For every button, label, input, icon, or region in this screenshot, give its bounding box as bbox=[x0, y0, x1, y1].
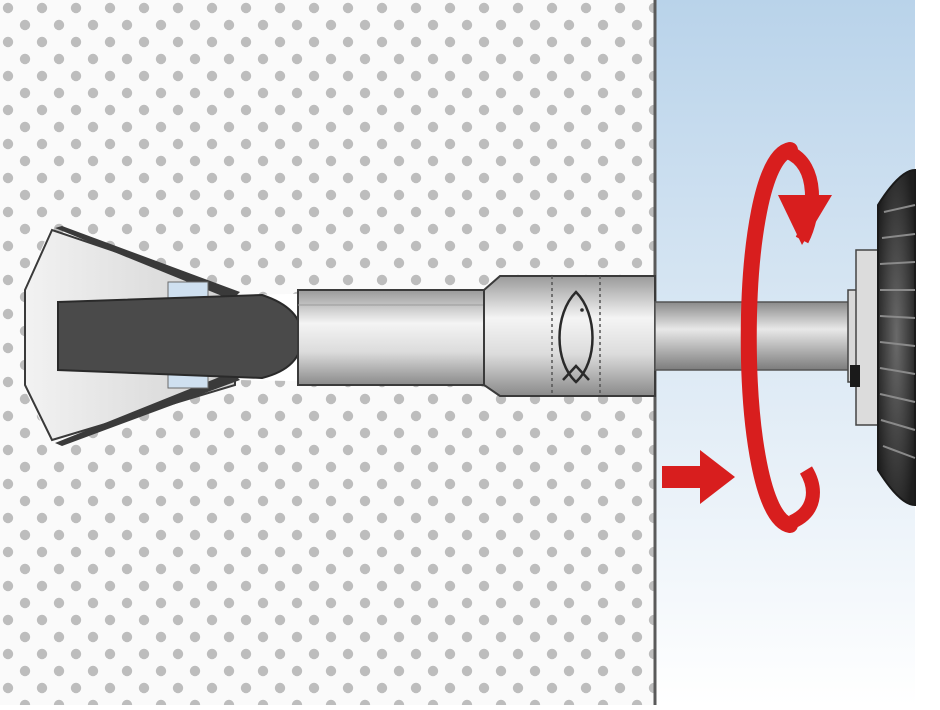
anchor-sleeve bbox=[297, 289, 485, 386]
setting-tool-head bbox=[483, 275, 656, 397]
push-arrow-icon bbox=[662, 450, 735, 504]
fish-logo-icon bbox=[558, 290, 594, 384]
drill-chuck bbox=[847, 168, 916, 507]
rotation-arrow-icon bbox=[740, 142, 832, 533]
threaded-rod bbox=[57, 293, 304, 380]
expansion-segment-bottom bbox=[55, 372, 240, 446]
